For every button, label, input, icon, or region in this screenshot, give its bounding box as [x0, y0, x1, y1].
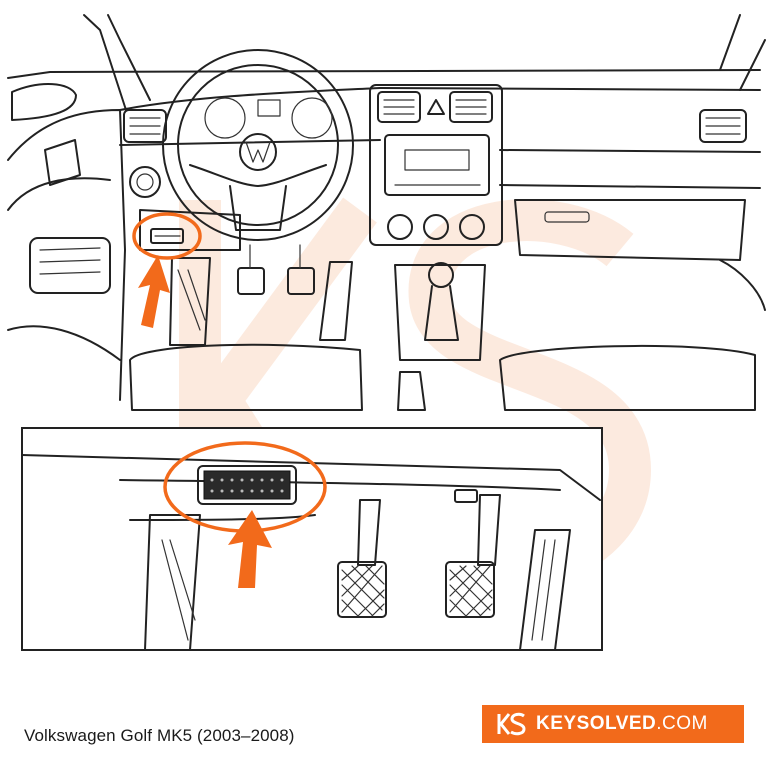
obd-port [197, 465, 297, 505]
vehicle-caption: Volkswagen Golf MK5 (2003–2008) [24, 726, 295, 745]
ks-logo-icon [497, 712, 526, 736]
brand-suffix: .COM [656, 713, 708, 734]
arrow-up-icon [138, 255, 170, 328]
vw-logo-icon [239, 133, 277, 171]
brand-badge: KEYSOLVED.COM [482, 705, 744, 743]
callout-top [132, 212, 202, 328]
brand-name: KEYSOLVED.COM [536, 713, 708, 735]
arrow-up-icon [228, 510, 272, 588]
inset-detail [21, 427, 603, 651]
cabin-illustration [7, 14, 766, 411]
hazard-triangle-icon [427, 99, 445, 115]
brand-name-main: KEYSOLVED [536, 713, 657, 734]
obd-port-small [150, 228, 184, 244]
